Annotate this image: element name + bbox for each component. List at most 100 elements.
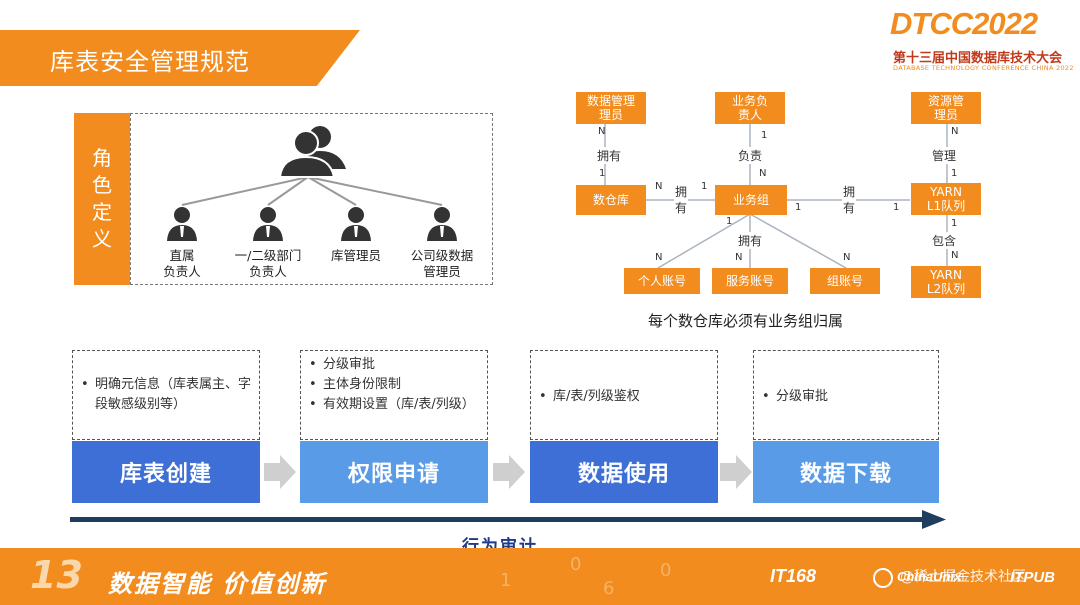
er-card: N xyxy=(843,252,851,263)
roles-label-box xyxy=(74,113,130,285)
er-rel-own: 拥有 xyxy=(597,147,622,164)
er-rel-own-2: 拥有 xyxy=(674,184,688,216)
er-card: 1 xyxy=(701,181,708,192)
er-box-text: 数据管理理员 xyxy=(587,94,635,122)
group-icon xyxy=(278,126,346,178)
step-detail-item: 分级审批 xyxy=(301,355,487,375)
er-line: YARN xyxy=(930,185,962,199)
arrow-right-icon xyxy=(493,455,525,489)
er-box-text: 业务负责人 xyxy=(732,94,768,122)
decorative-digit: 6 xyxy=(603,578,615,599)
er-card: 1 xyxy=(599,168,606,179)
itpub-logo: ITPUB xyxy=(1010,569,1055,586)
er-box-res-admin: 资源管理员 xyxy=(911,92,981,124)
er-box-personal-account: 个人账号 xyxy=(624,268,700,294)
er-box-group-account: 组账号 xyxy=(810,268,880,294)
er-card: N xyxy=(951,250,959,261)
er-rel-own-3: 拥有 xyxy=(842,184,856,216)
er-box-biz-owner: 业务负责人 xyxy=(715,92,785,124)
step-detail-create: 明确元信息（库表属主、字段敏感级别等） xyxy=(72,350,260,440)
er-card: N xyxy=(598,126,606,137)
er-rel-contain: 包含 xyxy=(932,232,957,249)
roles-label: 角色定义 xyxy=(92,146,112,251)
er-line: 理员 xyxy=(933,108,958,122)
er-card: 1 xyxy=(893,202,900,213)
role-company-data-admin: 公司级数据 管理员 xyxy=(397,248,487,280)
brand-tagline: DATABASE TECHNOLOGY CONFERENCE CHINA 202… xyxy=(893,64,1074,72)
er-box-text: 资源管理员 xyxy=(928,94,964,122)
step-data-use: 数据使用 xyxy=(530,441,718,503)
er-card: 1 xyxy=(761,130,768,141)
step-detail-item: 主体身份限制 xyxy=(301,375,487,395)
er-box-warehouse: 数仓库 xyxy=(576,185,646,215)
role-db-admin: 库管理员 xyxy=(311,248,401,264)
er-card: N xyxy=(951,126,959,137)
step-create-table: 库表创建 xyxy=(72,441,260,503)
er-card: 1 xyxy=(951,168,958,179)
er-card: N xyxy=(759,168,767,179)
er-line: 责人 xyxy=(737,108,762,122)
chinaunix-logo: ChinaUnix xyxy=(897,569,962,584)
step-detail-item: 明确元信息（库表属主、字段敏感级别等） xyxy=(73,375,259,415)
watermark: @稀土掘金技术社区 xyxy=(900,569,1026,585)
er-line: 资源管 xyxy=(927,94,964,108)
decorative-digit: 0 xyxy=(660,560,672,581)
person-icon xyxy=(427,207,457,241)
er-rel-owner: 负责 xyxy=(738,147,763,164)
timeline-arrow xyxy=(70,510,946,529)
er-line: 数据管理 xyxy=(586,94,635,108)
role-dept-owner: 一/二级部门 负责人 xyxy=(223,248,313,280)
er-rel-own-4: 拥有 xyxy=(738,232,763,249)
step-detail-item: 库/表/列级鉴权 xyxy=(531,387,717,407)
er-card: N xyxy=(735,252,743,263)
step-data-download: 数据下载 xyxy=(753,441,939,503)
role-line: 库管理员 xyxy=(330,248,381,263)
er-line: 理员 xyxy=(598,108,623,122)
roles-frame xyxy=(130,113,493,285)
step-detail-download: 分级审批 xyxy=(753,350,939,440)
role-line: 直属 xyxy=(169,248,195,263)
er-line: L2队列 xyxy=(926,282,966,296)
er-card: 1 xyxy=(726,216,733,227)
step-detail-item: 有效期设置（库/表/列级） xyxy=(301,395,487,415)
it168-logo: IT168 xyxy=(770,566,817,586)
er-caption: 每个数仓库必须有业务组归属 xyxy=(648,312,844,330)
er-line: YARN xyxy=(930,268,962,282)
er-line: L1队列 xyxy=(926,199,966,213)
page-title: 库表安全管理规范 xyxy=(50,48,250,76)
title-banner xyxy=(0,30,360,86)
role-line: 负责人 xyxy=(249,264,287,279)
role-direct-owner: 直属 负责人 xyxy=(137,248,227,280)
er-rel-manage: 管理 xyxy=(932,147,957,164)
person-icon xyxy=(167,207,197,241)
step-detail-item: 分级审批 xyxy=(754,387,938,407)
person-icon xyxy=(341,207,371,241)
role-line: 一/二级部门 xyxy=(234,248,302,263)
footer-bar xyxy=(0,548,1080,605)
footer-slogan: 数据智能 价值创新 xyxy=(108,570,327,598)
person-icon xyxy=(253,207,283,241)
anniversary-badge: 13 xyxy=(30,553,83,597)
er-box-biz-group: 业务组 xyxy=(715,185,787,215)
role-line: 管理员 xyxy=(423,264,461,279)
er-line: 业务负 xyxy=(731,94,768,108)
brand-subtitle: 第十三届中国数据库技术大会 xyxy=(893,51,1063,66)
step-detail-request: 分级审批 主体身份限制 有效期设置（库/表/列级） xyxy=(300,350,488,440)
er-card: 1 xyxy=(795,202,802,213)
role-line: 公司级数据 xyxy=(410,248,474,263)
er-card: 1 xyxy=(951,218,958,229)
roles-tree xyxy=(167,126,457,241)
arrow-right-icon xyxy=(720,455,752,489)
er-box-data-admin: 数据管理理员 xyxy=(576,92,646,124)
decorative-digit: 1 xyxy=(500,570,512,591)
step-detail-use: 库/表/列级鉴权 xyxy=(530,350,718,440)
brand-logo: DTCC2022 xyxy=(890,6,1038,41)
role-line: 负责人 xyxy=(163,264,201,279)
step-permission-request: 权限申请 xyxy=(300,441,488,503)
er-box-service-account: 服务账号 xyxy=(712,268,788,294)
chinaunix-logo-icon xyxy=(873,568,893,588)
